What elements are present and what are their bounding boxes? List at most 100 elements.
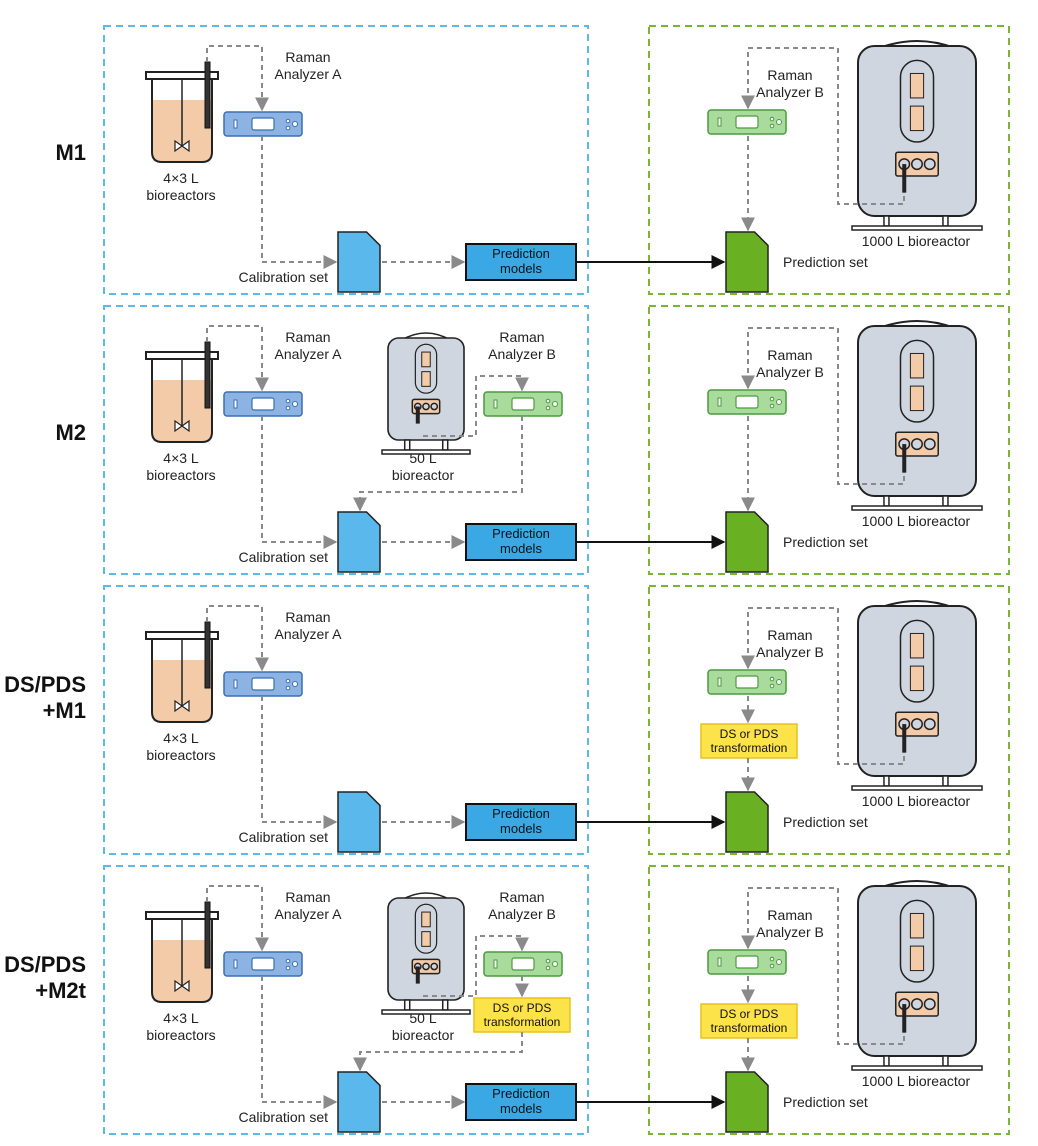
reactor-sight-glass	[421, 931, 431, 947]
analyzer-a-to-calibration-connector	[261, 976, 338, 1109]
reactor-sight-glass	[909, 72, 925, 99]
analyzer-knob-icon	[285, 118, 291, 124]
reactor-leg	[441, 439, 449, 451]
reactor-port-icon	[911, 438, 923, 451]
reactor-probe-icon	[902, 444, 907, 473]
calibration-set-icon	[337, 791, 381, 853]
raman-analyzer-b-icon	[707, 669, 787, 695]
analyzer-knob-icon	[769, 116, 775, 122]
prediction-panel	[648, 305, 1010, 575]
reactor-sight-glass	[421, 351, 431, 368]
reactor-probe-icon	[902, 1004, 907, 1033]
reactor-sight-glass	[909, 385, 925, 412]
analyzer-a-to-calibration-connector	[261, 136, 338, 269]
calibration-set-label: Calibration set	[239, 1109, 329, 1125]
raman-analyzer-b-icon	[707, 389, 787, 415]
raman-analyzer-b-icon	[707, 109, 787, 135]
mid-bioreactor-icon	[381, 332, 471, 455]
analyzer-knob-icon	[285, 125, 291, 131]
prediction-panel	[648, 25, 1010, 295]
analyzer-knob-icon	[776, 679, 782, 685]
analyzer-knob-icon	[776, 119, 782, 125]
small-bioreactor-icon	[145, 621, 219, 723]
small-bioreactor-icon	[145, 61, 219, 163]
raman-analyzer-b-left-icon	[483, 951, 563, 977]
analyzer-display-icon	[251, 397, 275, 411]
analyzer-knob-icon	[285, 405, 291, 411]
raman-analyzer-a-icon	[223, 951, 303, 977]
analyzer-knob-icon	[285, 685, 291, 691]
analyzer-display-icon	[735, 115, 759, 129]
analyzer-knob-icon	[545, 398, 551, 404]
probe-to-analyzer-a-connector	[206, 885, 269, 952]
reactor-base	[381, 1009, 471, 1015]
reactor-probe-icon	[415, 966, 420, 984]
calibration-set-icon	[337, 511, 381, 573]
large-bioreactor-icon	[851, 600, 983, 791]
reactor-window	[899, 339, 935, 423]
large-bioreactor-icon	[851, 320, 983, 511]
analyzer-knob-icon	[769, 956, 775, 962]
left-transform-to-calibration-connector	[353, 1032, 523, 1072]
analyzer-display-icon	[735, 395, 759, 409]
method-label: M2	[55, 420, 86, 445]
raman-analyzer-a-icon	[223, 671, 303, 697]
large-bioreactor-label: 1000 L bioreactor	[862, 233, 971, 249]
large-bioreactor-icon	[851, 880, 983, 1071]
large-bioreactor-icon	[851, 40, 983, 231]
reactor-port-icon	[923, 998, 936, 1011]
mid-reactor-to-analyzer-connector	[423, 935, 529, 997]
large-bioreactor-label: 1000 L bioreactor	[862, 1073, 971, 1089]
analyzer-knob-icon	[769, 676, 775, 682]
analyzer-knob-icon	[285, 398, 291, 404]
analyzer-display-icon	[251, 957, 275, 971]
prediction-set-icon	[725, 511, 769, 573]
reactor-port-icon	[911, 718, 923, 731]
analyzer-knob-icon	[292, 401, 298, 407]
analyzer-knob-icon	[776, 959, 782, 965]
small-bioreactor-icon	[145, 901, 219, 1003]
analyzer-display-icon	[251, 117, 275, 131]
reactor-leg	[942, 495, 949, 507]
reactor-probe-icon	[902, 724, 907, 753]
reactor-sight-glass	[909, 912, 925, 939]
reactor-port-icon	[923, 438, 936, 451]
analyzer-display-icon	[251, 677, 275, 691]
analyzer-knob-icon	[769, 123, 775, 129]
reactor-leg	[942, 1055, 949, 1067]
reactor-probe-icon	[415, 406, 420, 424]
prediction-panel	[648, 865, 1010, 1135]
probe-to-analyzer-a-connector	[206, 45, 269, 112]
analyzer-knob-icon	[545, 965, 551, 971]
reactor-port-icon	[430, 962, 439, 971]
analyzer-display-icon	[511, 957, 535, 971]
analyzer-knob-icon	[769, 683, 775, 689]
reactor-sight-glass	[909, 665, 925, 692]
raman-probe-icon	[204, 901, 211, 969]
reactor-sight-glass	[909, 352, 925, 379]
mid-bioreactor-icon	[381, 892, 471, 1015]
reactor-base	[851, 785, 983, 791]
analyzer-knob-icon	[769, 396, 775, 402]
reactor-leg	[883, 495, 890, 507]
analyzer-led-icon	[493, 959, 498, 969]
reactor-leg	[441, 999, 449, 1011]
probe-to-analyzer-a-connector	[206, 605, 269, 672]
analyzer-knob-icon	[776, 399, 782, 405]
prediction-set-label: Prediction set	[783, 254, 868, 270]
impeller-icon	[174, 419, 190, 433]
